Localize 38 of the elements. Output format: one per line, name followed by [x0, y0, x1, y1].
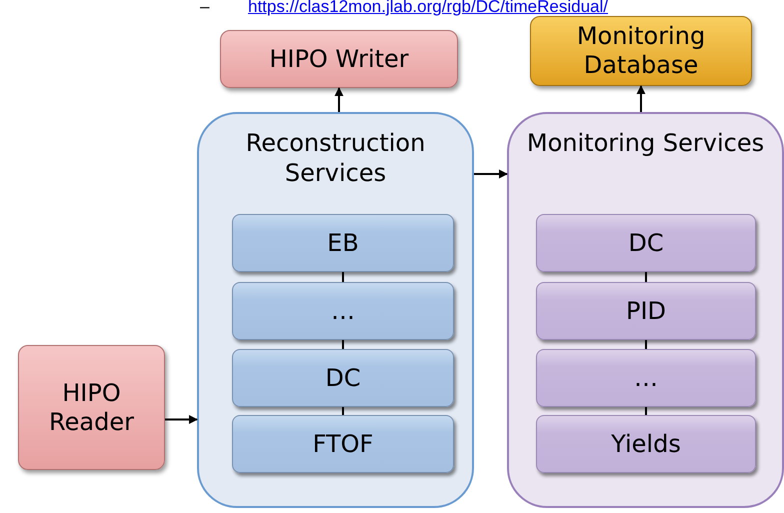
service-box — [536, 282, 756, 340]
node-label: HIPO Writer — [268, 44, 410, 74]
service-box — [232, 214, 454, 272]
arrow — [474, 170, 508, 178]
link: https://clas12mon.jlab.org/rgb/DC/timeResidual/ — [248, 0, 608, 16]
database-box — [530, 16, 752, 86]
connector-line — [342, 407, 344, 415]
service-container — [197, 112, 474, 508]
node-label: … — [331, 296, 355, 326]
node-label: … — [634, 363, 658, 393]
node-label: DC — [325, 363, 361, 393]
node-label: Monitoring Database — [576, 22, 706, 80]
node-label: Yields — [611, 429, 681, 459]
connector-line — [342, 340, 344, 349]
connector-line — [342, 272, 344, 282]
node-label: DC — [628, 228, 664, 258]
service-box — [536, 349, 756, 407]
service-box — [232, 349, 454, 407]
service-box — [536, 214, 756, 272]
node-label: PID — [626, 296, 666, 326]
connector-line — [645, 272, 647, 282]
service-box — [232, 415, 454, 473]
process-box — [18, 345, 165, 470]
bullet-dash: – — [200, 0, 210, 16]
process-box — [220, 30, 458, 88]
arrow — [334, 87, 344, 112]
node-label: EB — [327, 228, 359, 258]
node-label: FTOF — [312, 429, 374, 459]
arrow — [165, 415, 198, 424]
node-label: Reconstruction Services — [244, 128, 426, 188]
connector-line — [645, 340, 647, 349]
arrow — [636, 85, 646, 112]
node-label: HIPO Reader — [48, 378, 135, 436]
node-label: Monitoring Services — [526, 128, 764, 158]
service-container — [507, 112, 784, 508]
connector-line — [645, 407, 647, 415]
service-box — [536, 415, 756, 473]
service-box — [232, 282, 454, 340]
